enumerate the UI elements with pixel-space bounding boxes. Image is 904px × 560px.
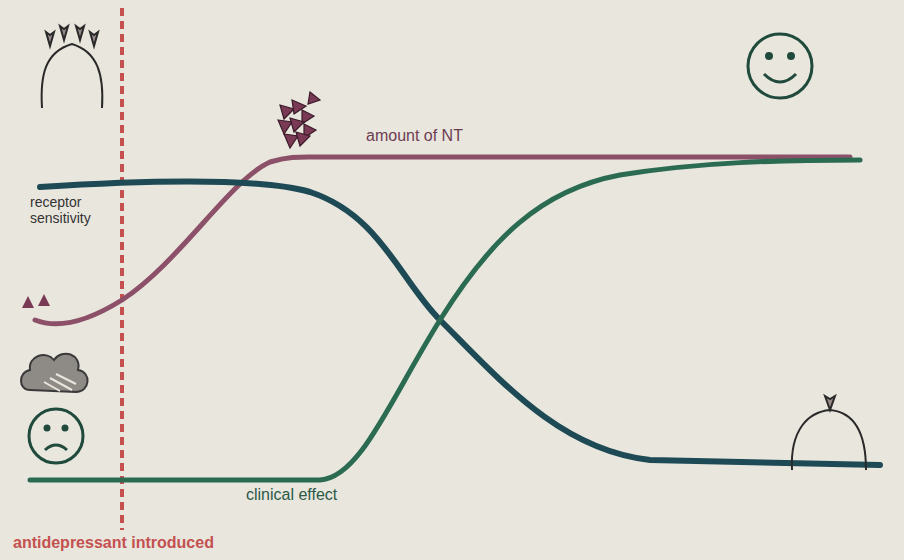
nt-small-icon bbox=[22, 294, 50, 308]
clinical-label: clinical effect bbox=[246, 486, 337, 504]
sad-face-icon bbox=[29, 409, 83, 463]
cloud-icon bbox=[21, 354, 88, 392]
receptor-label: receptor sensitivity bbox=[30, 194, 93, 226]
receptor-curve bbox=[40, 182, 880, 465]
happy-face-icon bbox=[748, 34, 812, 98]
clinical-curve bbox=[30, 160, 860, 480]
receptor-icon bbox=[42, 26, 103, 108]
nt-label: amount of NT bbox=[366, 127, 463, 145]
receptor-reduced-icon bbox=[792, 396, 866, 470]
intro-line bbox=[120, 8, 124, 530]
nt-cluster-icon bbox=[278, 92, 320, 148]
intro-label: antidepressant introduced bbox=[10, 534, 217, 552]
